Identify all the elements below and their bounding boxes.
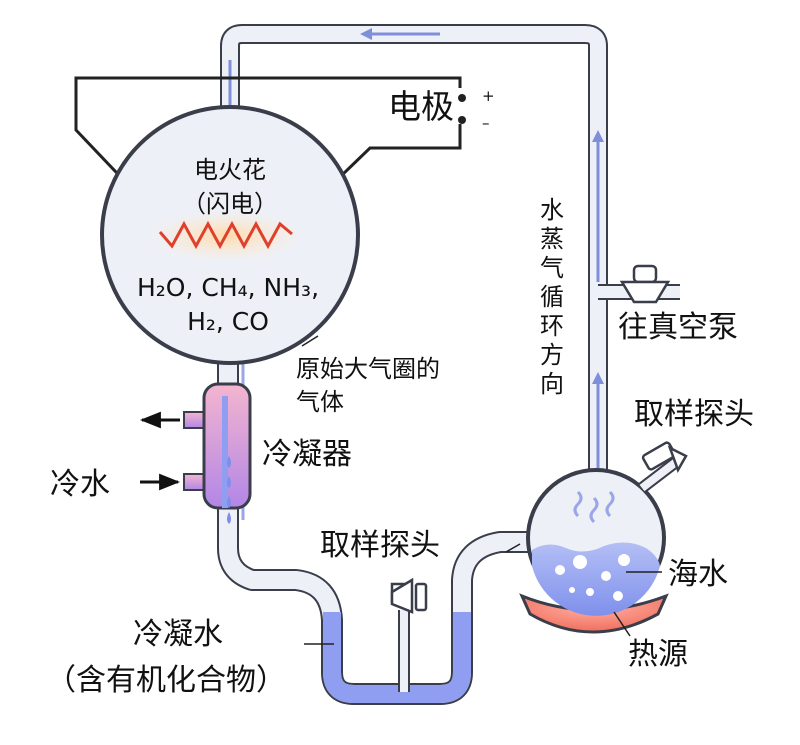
steam-wave-3 bbox=[605, 490, 615, 518]
atmosphere-leader bbox=[301, 335, 319, 347]
steam-char: 蒸 bbox=[540, 225, 564, 253]
probe-label-right: 取样探头 bbox=[634, 397, 754, 432]
steam-cycle-label: 水 蒸 气 循 环 方 向 bbox=[540, 196, 564, 398]
probe-label-bottom: 取样探头 bbox=[320, 528, 440, 563]
vacuum-valve bbox=[619, 264, 671, 304]
leader-lines bbox=[301, 335, 662, 645]
gas-formula-line2: H₂, CO bbox=[187, 307, 269, 336]
heat-leader bbox=[613, 611, 631, 637]
condensate-label: 冷凝水 bbox=[133, 617, 223, 652]
cold-water-arrows bbox=[139, 411, 181, 491]
reaction-flask bbox=[100, 105, 360, 365]
steam-char: 水 bbox=[540, 196, 564, 224]
seawater-label: 海水 bbox=[668, 557, 728, 592]
steam-char: 方 bbox=[540, 341, 564, 369]
condenser bbox=[183, 382, 252, 524]
spark-sublabel: （闪电） bbox=[182, 190, 278, 218]
plus-sign: + bbox=[482, 87, 495, 105]
condenser-label: 冷凝器 bbox=[262, 437, 352, 472]
spark-zigzag bbox=[158, 220, 293, 250]
probe-leader bbox=[505, 543, 521, 553]
boiling-flask bbox=[526, 468, 666, 616]
steam-wave-2 bbox=[589, 496, 599, 524]
steam-char: 向 bbox=[540, 370, 564, 398]
atmosphere-label-line1: 原始大气圈的 bbox=[296, 355, 440, 383]
gas-formula-line1: H₂O, CH₄, NH₃, bbox=[137, 273, 319, 302]
steam-char: 循 bbox=[540, 283, 564, 311]
steam-char: 气 bbox=[540, 254, 564, 282]
electrode-label: 电极 bbox=[388, 87, 454, 126]
steam-wave-1 bbox=[573, 490, 583, 518]
cold-water-label: 冷水 bbox=[50, 467, 110, 502]
atmosphere-label-line2: 气体 bbox=[296, 388, 344, 416]
steam-char: 环 bbox=[540, 312, 564, 340]
heat-source-label: 热源 bbox=[628, 637, 688, 672]
condensate-sublabel: （含有机化合物） bbox=[46, 663, 286, 698]
right-sampling-probe bbox=[638, 441, 688, 493]
minus-sign: – bbox=[482, 114, 490, 132]
bottom-sampling-probe bbox=[390, 577, 428, 614]
vacuum-pump-label: 往真空泵 bbox=[618, 310, 738, 345]
spark-label: 电火花 bbox=[194, 156, 266, 184]
